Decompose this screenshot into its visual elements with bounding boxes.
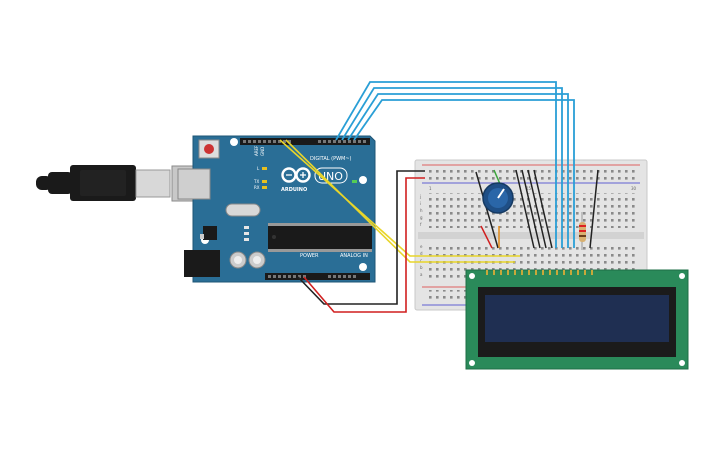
- dc-jack: [184, 250, 220, 277]
- svg-text:b: b: [420, 265, 423, 270]
- svg-text:g: g: [420, 215, 423, 220]
- col-label-first: 1: [429, 186, 432, 191]
- wire-breadboard-red: [480, 225, 493, 249]
- tx-label: TX: [253, 179, 259, 184]
- digital-label: DIGITAL (PWM~): [310, 156, 352, 162]
- tx-led: [262, 180, 267, 183]
- svg-text:a: a: [420, 272, 423, 277]
- wire-breadboard-black: [475, 169, 599, 249]
- rx-led: [262, 186, 267, 189]
- lcd-screen: [485, 295, 669, 342]
- svg-text:h: h: [420, 208, 423, 213]
- wire-breadboard-green: [493, 169, 501, 185]
- svg-text:i: i: [420, 201, 421, 206]
- arduino-logo-icon: [281, 167, 311, 183]
- col-label-last: 30: [631, 186, 637, 191]
- col-label-mid: 15: [526, 186, 532, 191]
- wire-control-yellow: [279, 139, 520, 263]
- atmega-chip: [268, 226, 372, 249]
- resistor: [579, 212, 586, 250]
- svg-text:e: e: [420, 244, 423, 249]
- gnd-label: GND: [260, 147, 265, 156]
- lcd-display: [465, 269, 689, 370]
- aref-label: AREF: [254, 145, 259, 156]
- svg-text:d: d: [420, 251, 423, 256]
- power-label: POWER: [300, 253, 319, 259]
- on-label: ON: [360, 179, 366, 184]
- svg-text:c: c: [420, 258, 422, 263]
- wire-power: [297, 170, 425, 313]
- potentiometer-knob-icon[interactable]: [482, 182, 514, 214]
- arduino-uno-board: AREF GND DIGITAL (PWM~) L TX RX ON UNO A…: [177, 135, 376, 283]
- l-led: [262, 167, 267, 170]
- svg-text:j: j: [419, 194, 421, 199]
- analog-label: ANALOG IN: [340, 253, 368, 259]
- row-labels-bottom: e d c b a: [420, 244, 423, 277]
- l-label: L: [257, 166, 260, 171]
- on-led: [352, 180, 357, 183]
- wire-data-blue: [335, 81, 575, 248]
- rx-label: RX: [254, 185, 260, 190]
- arduino-brand: ARDUINO: [281, 187, 307, 193]
- row-labels-top: j i h g f: [419, 194, 423, 227]
- svg-text:f: f: [420, 222, 422, 227]
